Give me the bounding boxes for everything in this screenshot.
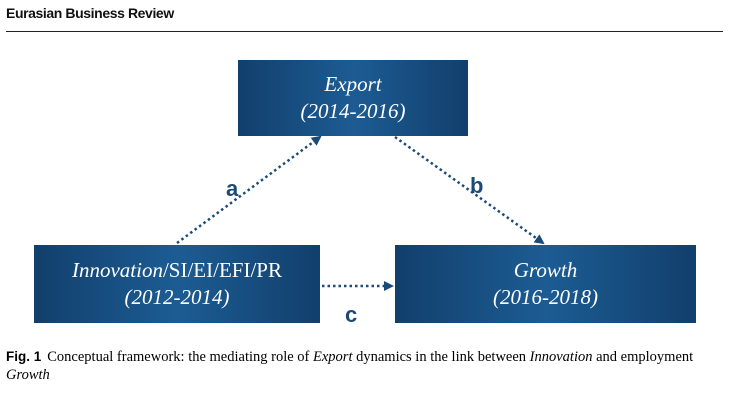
- figure-label: Fig. 1: [6, 349, 42, 364]
- path-a-arrow: [176, 135, 322, 245]
- caption-text-1: Conceptual framework: the mediating role…: [47, 349, 314, 365]
- path-c-label: c: [345, 302, 358, 327]
- diagram-arrows: [176, 135, 545, 291]
- growth-label: Growth: [513, 258, 578, 282]
- caption-text-2: dynamics in the link between: [352, 349, 530, 365]
- path-b-arrow: [394, 135, 545, 245]
- conceptual-framework-diagram: Export (2014-2016) Innovation/SI/EI/EFI/…: [0, 40, 729, 340]
- export-box: Export (2014-2016): [238, 60, 468, 136]
- growth-period: (2016-2018): [493, 285, 598, 309]
- caption-italic-growth: Growth: [6, 367, 50, 383]
- growth-box: Growth (2016-2018): [395, 245, 696, 323]
- innovation-period: (2012-2014): [124, 285, 230, 309]
- path-b-label: b: [470, 173, 484, 198]
- caption-italic-export: Export: [313, 349, 353, 365]
- innovation-label: Innovation: [71, 258, 163, 282]
- export-period: (2014-2016): [300, 99, 406, 123]
- journal-title: Eurasian Business Review: [6, 5, 174, 21]
- caption-italic-innovation: Innovation: [529, 349, 593, 365]
- innovation-box: Innovation/SI/EI/EFI/PR (2012-2014): [34, 245, 320, 323]
- innovation-measures: /SI/EI/EFI/PR: [162, 258, 282, 282]
- figure-caption: Fig. 1 Conceptual framework: the mediatin…: [6, 348, 724, 384]
- innovation-label-line: Innovation/SI/EI/EFI/PR: [72, 257, 282, 284]
- caption-text-3: and employment: [592, 349, 694, 365]
- path-a-label: a: [226, 176, 239, 201]
- header-rule: [6, 31, 723, 32]
- export-label: Export: [324, 72, 382, 96]
